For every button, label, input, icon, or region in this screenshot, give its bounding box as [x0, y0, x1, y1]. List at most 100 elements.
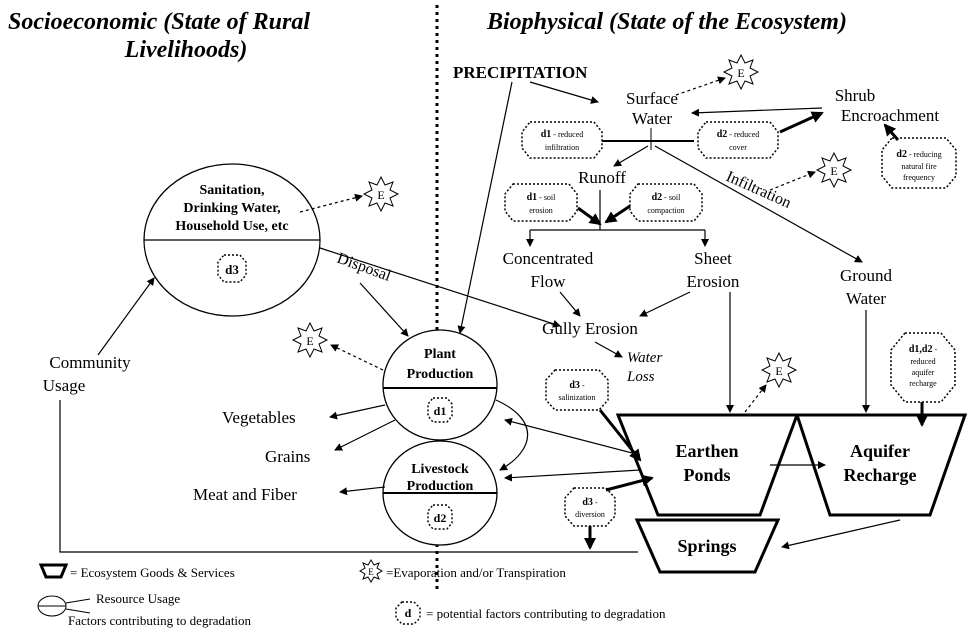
water-loss-line1: Water [627, 350, 662, 366]
factor-soil-erosion: d1 - soil erosion [504, 183, 578, 222]
f2-text1: - reduced [727, 130, 759, 139]
evaporation-star-4: E [291, 321, 329, 359]
concentrated-line2: Flow [531, 272, 567, 291]
factor-reduced-aquifer: d1,d2 - reduced aquifer recharge [890, 332, 956, 403]
ponds-line2: Ponds [683, 465, 730, 485]
sanitation-line1: Sanitation, [200, 183, 265, 198]
aquifer-line1: Aquifer [850, 441, 910, 461]
legend-evaporation: =Evaporation and/or Transpiration [386, 565, 566, 580]
f4-text2: erosion [529, 206, 553, 215]
f7-code: d1,d2 [909, 344, 933, 355]
left-title-line1: Socioeconomic (State of Rural [8, 9, 310, 35]
runoff-label: Runoff [578, 168, 626, 187]
f7-text3: aquifer [912, 368, 935, 377]
svg-text:d3 -: d3 - [582, 497, 598, 508]
factor-reduced-infiltration: d1 - reduced infiltration [521, 121, 603, 159]
livestock-code: d2 [434, 511, 447, 525]
livestock-line1: Livestock [411, 462, 469, 477]
factor-soil-compaction: d2 - soil compaction [629, 183, 703, 222]
shrub-line2: Encroachment [841, 106, 939, 125]
legend-d-octagon [395, 601, 421, 625]
f7-text2: reduced [910, 357, 935, 366]
f3-text1: - reducing [907, 150, 942, 159]
f1-code: d1 [541, 129, 552, 140]
vegetables-label: Vegetables [222, 408, 296, 427]
f3-text2: natural fire [901, 162, 937, 171]
f4-text1: - soil [537, 193, 556, 202]
f7-text4: recharge [909, 379, 937, 388]
evaporation-star-1: E [722, 53, 760, 91]
meat-fiber-label: Meat and Fiber [193, 485, 297, 504]
concentrated-line1: Concentrated [503, 249, 594, 268]
svg-text:d1,d2 -: d1,d2 - [909, 344, 938, 355]
f8-code: d3 [582, 497, 593, 508]
livestock-line2: Production [407, 479, 474, 494]
springs-label: Springs [677, 536, 736, 556]
livestock-production-resource: Livestock Production d2 [382, 440, 498, 546]
plant-production-resource: Plant Production d1 [382, 329, 498, 441]
f4-code: d1 [527, 192, 538, 203]
legend-e-letter: E [368, 567, 374, 577]
water-loss-line2: Loss [626, 369, 655, 385]
f2-text2: cover [729, 143, 747, 152]
legend-d-letter: d [405, 606, 412, 620]
grains-label: Grains [265, 447, 310, 466]
gully-label: Gully Erosion [542, 319, 638, 338]
sanitation-code: d3 [225, 262, 239, 277]
f5-code: d2 [652, 192, 663, 203]
legend-resource-usage: Resource Usage [96, 591, 180, 606]
e-label: E [737, 66, 744, 80]
d3-factor-octagon [217, 254, 247, 283]
community-line1: Community [49, 353, 131, 372]
legend-goods-symbol [38, 563, 69, 579]
springs-good: Springs [634, 518, 781, 574]
f7-text1: - [932, 345, 937, 354]
svg-text:d2 - reducing: d2 - reducing [896, 149, 941, 160]
svg-text:d1 - soil: d1 - soil [527, 192, 557, 203]
aquifer-line2: Recharge [844, 465, 917, 485]
ponds-line1: Earthen [676, 441, 739, 461]
sheet-line1: Sheet [694, 249, 732, 268]
sanitation-resource: Sanitation, Drinking Water, Household Us… [143, 163, 321, 317]
svg-text:d3 -: d3 - [569, 380, 585, 391]
svg-text:d2 - reduced: d2 - reduced [717, 129, 760, 140]
surface-water-line2: Water [632, 109, 672, 128]
svg-text:d2 - soil: d2 - soil [652, 192, 682, 203]
f2-code: d2 [717, 129, 728, 140]
legend-factors: Factors contributing to degradation [68, 613, 252, 628]
surface-water-line1: Surface [626, 89, 678, 108]
legend-evaporation-symbol [359, 559, 383, 583]
f5-text1: - soil [662, 193, 681, 202]
left-title-line2: Livelihoods) [124, 37, 248, 63]
factor-diversion: d3 - diversion [564, 487, 616, 527]
ground-line1: Ground [840, 266, 892, 285]
f6-text2: salinization [559, 393, 596, 402]
ground-line2: Water [846, 289, 886, 308]
f3-code: d2 [896, 149, 907, 160]
f1-text2: infiltration [545, 143, 579, 152]
f8-text2: diversion [575, 510, 605, 519]
community-line2: Usage [43, 376, 85, 395]
earthen-ponds-good: Earthen Ponds [615, 413, 800, 517]
right-title: Biophysical (State of the Ecosystem) [486, 9, 847, 35]
factor-salinization: d3 - salinization [545, 369, 609, 411]
plant-line2: Production [407, 367, 474, 382]
sheet-line2: Erosion [687, 272, 740, 291]
plant-code: d1 [434, 404, 447, 418]
sanitation-line2: Drinking Water, [183, 201, 280, 216]
plant-line1: Plant [424, 347, 456, 362]
precipitation-label: PRECIPITATION [453, 63, 588, 82]
legend: = Ecosystem Goods & Services E =Evaporat… [37, 559, 666, 628]
f3-text3: frequency [903, 173, 935, 182]
d1-factor-octagon [427, 397, 453, 423]
evaporation-star-5: E [760, 351, 798, 389]
evaporation-star-3: E [362, 175, 400, 213]
f6-text1: - [580, 381, 585, 390]
f1-text1: - reduced [551, 130, 583, 139]
f6-code: d3 [569, 380, 580, 391]
legend-potential: = potential factors contributing to degr… [426, 606, 666, 621]
e-label: E [377, 188, 384, 202]
connector-arrows [59, 76, 928, 553]
e-label: E [775, 364, 782, 378]
